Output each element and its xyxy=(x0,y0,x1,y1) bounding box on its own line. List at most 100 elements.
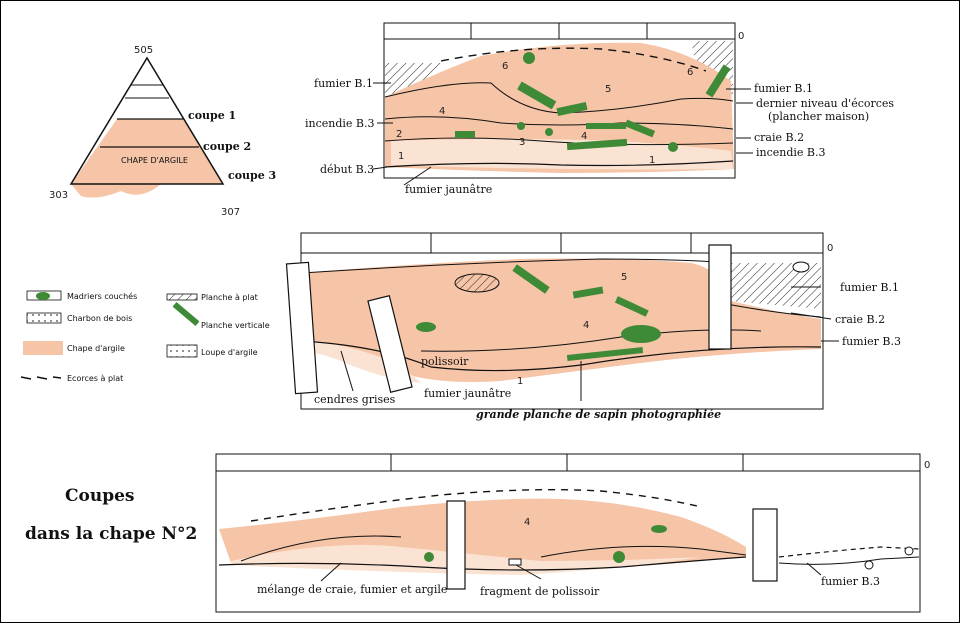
section1-layer: 1 xyxy=(398,151,404,162)
section3-clay-lens xyxy=(424,552,434,562)
legend-item-charbon: Charbon de bois xyxy=(26,312,132,324)
legend-label-ecorces: Ecorces à plat xyxy=(67,374,123,383)
legend-label-madriers: Madriers couchés xyxy=(67,291,137,301)
section1-layer: 5 xyxy=(605,84,611,95)
section3-polissoir-fragment xyxy=(508,558,522,566)
section-2: 0 5 4 1 fumier B.1 craie B.2 fumier B.3 … xyxy=(285,232,901,421)
section3-fumier-line xyxy=(778,546,920,558)
legend-label-loupe: Loupe d'argile xyxy=(201,348,258,357)
section3-crosshair-marker xyxy=(864,560,874,570)
section2-layer: 4 xyxy=(583,320,589,331)
section1-plank xyxy=(586,123,626,129)
section1-plank xyxy=(705,64,731,98)
triangle-bottom-left-label: 303 xyxy=(49,190,68,201)
section1-clay-lens xyxy=(545,128,553,136)
section2-post-mid xyxy=(367,295,413,393)
leader xyxy=(340,350,354,392)
bark-icon xyxy=(20,376,62,380)
section3-label-fragment: fragment de polissoir xyxy=(480,585,600,598)
section1-line-b xyxy=(384,116,734,130)
legend-label-planche-verticale: Planche verticale xyxy=(201,321,270,330)
leader xyxy=(372,166,388,170)
section2-label-craie-b2: craie B.2 xyxy=(835,313,885,326)
section2-plank xyxy=(614,296,649,317)
coupe3-label: coupe 3 xyxy=(228,169,276,182)
plank-vertical-icon xyxy=(172,302,200,326)
legend-item-loupe: Loupe d'argile xyxy=(166,344,258,358)
coupe1-label: coupe 1 xyxy=(188,109,236,122)
section3-line-c xyxy=(540,545,747,558)
section2-plank xyxy=(566,347,644,361)
title-line1: Coupes xyxy=(65,486,135,506)
section3-zero: 0 xyxy=(924,460,930,471)
triangle-clay-fill xyxy=(71,119,223,198)
section1-bark-line xyxy=(440,47,707,72)
section3-line-b xyxy=(240,535,402,562)
section2-label-fumier-jaunatre: fumier jaunâtre xyxy=(424,387,511,400)
section3-frame xyxy=(215,453,921,613)
title-line2: dans la chape N°2 xyxy=(25,524,197,544)
legend-item-planche-plat: Planche à plat xyxy=(166,293,258,302)
legend-item-chape: Chape d'argile xyxy=(23,341,125,355)
section1-layer: 1 xyxy=(649,155,655,166)
section1-label-fumier-b1-right: fumier B.1 xyxy=(754,82,813,95)
section-1: 0 6 6 5 4 4 3 2 1 1 xyxy=(305,22,894,196)
section2-clay-lens xyxy=(454,273,500,293)
legend-label-planche-plat: Planche à plat xyxy=(201,293,258,302)
section-3: 0 4 mélange de craie, fumier et argile f… xyxy=(215,453,930,613)
madrier-icon-fill xyxy=(36,292,50,300)
section3-crosshair-marker xyxy=(904,546,914,556)
triangle-inner-label: CHAPE D'ARGILE xyxy=(121,156,188,165)
section2-post-right xyxy=(708,244,732,350)
section1-label-dernier-niveau: dernier niveau d'écorces xyxy=(756,97,894,110)
section1-layer: 3 xyxy=(519,137,525,148)
section1-plank xyxy=(556,101,588,117)
section1-hatch-left xyxy=(385,63,441,97)
section1-zero: 0 xyxy=(738,31,744,42)
section1-layer: 2 xyxy=(396,129,402,140)
section1-clay-lens xyxy=(517,122,525,130)
triangle-top-label: 505 xyxy=(134,45,153,56)
section3-clay-light xyxy=(231,544,701,575)
section2-label-polissoir: polissoir xyxy=(421,355,469,368)
clay-icon xyxy=(23,341,63,355)
section3-label-fumier-b3: fumier B.3 xyxy=(821,575,880,588)
leader xyxy=(320,562,342,582)
leader xyxy=(806,562,822,576)
section1-clay-lens xyxy=(668,142,678,152)
section1-layer: 4 xyxy=(581,131,587,142)
section1-plank xyxy=(517,81,557,110)
section2-clay-lens xyxy=(792,261,810,273)
section3-line-a xyxy=(218,556,747,571)
section2-line-a xyxy=(301,258,732,274)
section3-clay-lens xyxy=(613,551,625,563)
leader xyxy=(790,312,832,320)
section1-label-craie-b2: craie B.2 xyxy=(754,131,804,144)
plank-flat-icon xyxy=(166,293,198,301)
section1-clay-lens xyxy=(523,52,535,64)
section1-plank xyxy=(624,119,656,138)
section2-plank xyxy=(572,286,604,299)
legend-label-chape: Chape d'argile xyxy=(67,344,125,353)
section2-post-left xyxy=(285,261,319,395)
triangle-bottom-right-label: 307 xyxy=(221,207,240,218)
clay-lens-icon xyxy=(166,344,198,358)
charcoal-icon xyxy=(26,312,62,324)
triangle-outline xyxy=(69,56,225,185)
section1-layer: 6 xyxy=(687,67,693,78)
section1-label-plancher-maison: (plancher maison) xyxy=(768,110,869,123)
section1-label-incendie-b3-right: incendie B.3 xyxy=(756,146,826,159)
section2-clay-lens xyxy=(416,322,436,332)
section2-clay-lens xyxy=(621,325,661,343)
section2-label-cendres-grises: cendres grises xyxy=(314,393,396,406)
section2-zero: 0 xyxy=(827,243,833,254)
legend-item-ecorces: Ecorces à plat xyxy=(20,374,123,383)
section3-layer: 4 xyxy=(524,517,530,528)
leader xyxy=(515,564,542,580)
leader xyxy=(403,166,432,186)
section1-layer: 4 xyxy=(439,106,445,117)
section1-label-fumier-b1-left: fumier B.1 xyxy=(314,77,373,90)
section1-label-debut-b3: début B.3 xyxy=(320,163,374,176)
